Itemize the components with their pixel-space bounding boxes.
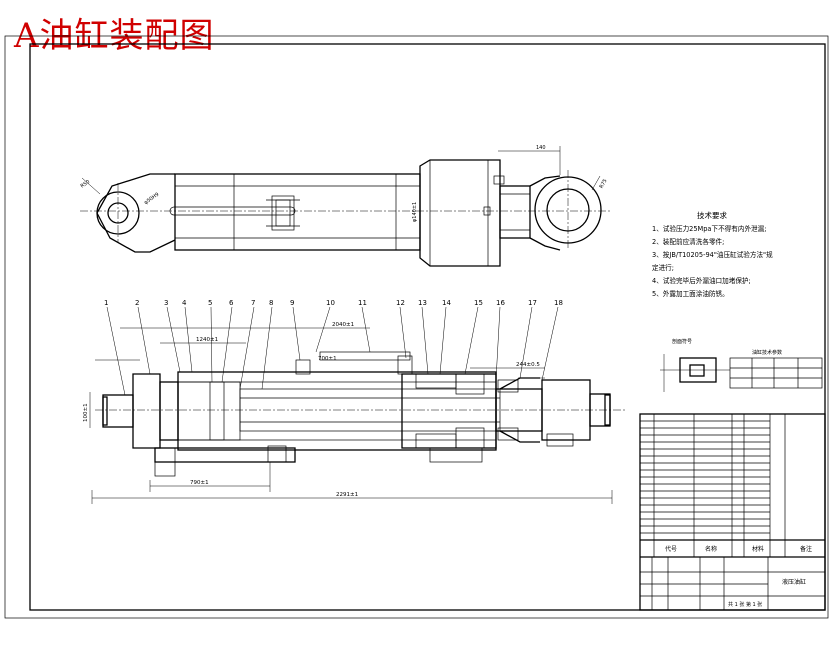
header-code: 代号 bbox=[665, 545, 677, 553]
dim-stroke: 790±1 bbox=[190, 480, 209, 486]
tech-req-item: 3、按JB/T10205-94"油压缸试验方法"规 bbox=[652, 250, 773, 259]
part-number: 3 bbox=[164, 299, 168, 307]
dim-piston-side: 2040±1 bbox=[332, 322, 354, 328]
svg-text:140: 140 bbox=[536, 145, 546, 151]
svg-text:φ140±1: φ140±1 bbox=[412, 202, 418, 222]
section-symbol-detail: 剖面符号 油缸技术参数 bbox=[660, 338, 823, 392]
dim-flange-height: 100±1 bbox=[83, 403, 89, 422]
tech-req-item: 1、试验压力25Mpa下不得有内外泄漏; bbox=[652, 224, 766, 233]
inner-frame bbox=[29, 43, 826, 611]
part-number: 1 bbox=[104, 299, 108, 307]
technical-requirements: 技术要求 1、试验压力25Mpa下不得有内外泄漏; 2、装配前应清洗各零件; 3… bbox=[652, 210, 773, 298]
tech-req-item: 5、外露加工面涂油防锈。 bbox=[652, 289, 729, 298]
part-number: 4 bbox=[182, 299, 187, 307]
dim-retracted: 1240±1 bbox=[196, 337, 218, 343]
part-number: 8 bbox=[269, 299, 273, 307]
dim-rod-end-offset: 244±0.5 bbox=[516, 362, 540, 368]
dimension-labels: 2291±1 790±1 2040±1 1240±1 700±1 100±1 2… bbox=[83, 322, 540, 498]
outer-frame bbox=[4, 35, 829, 619]
tech-req-title: 技术要求 bbox=[697, 210, 727, 220]
svg-text:R75: R75 bbox=[599, 178, 609, 190]
tech-req-item: 定进行; bbox=[652, 263, 674, 272]
part-number: 13 bbox=[418, 299, 427, 307]
part-number: 12 bbox=[396, 299, 405, 307]
section-view bbox=[89, 306, 625, 504]
svg-text:φ50H9: φ50H9 bbox=[143, 192, 160, 206]
part-number: 7 bbox=[251, 299, 255, 307]
sheet-info: 共 1 张 第 1 张 bbox=[728, 601, 762, 608]
part-number: 16 bbox=[496, 299, 505, 307]
tech-req-item: 2、装配前应清洗各零件; bbox=[652, 237, 724, 246]
part-number: 9 bbox=[290, 299, 294, 307]
part-number: 5 bbox=[208, 299, 212, 307]
header-remark: 备注 bbox=[800, 545, 812, 553]
part-number: 14 bbox=[442, 299, 451, 307]
part-number: 10 bbox=[326, 299, 335, 307]
parts-list-table: 代号 名称 材料 备注 液压油缸 共 1 张 第 1 张 bbox=[639, 413, 826, 611]
part-number: 11 bbox=[358, 299, 367, 307]
drawing-name: 液压油缸 bbox=[782, 578, 806, 586]
tech-req-item: 4、试验完毕后外漏油口加堵保护; bbox=[652, 276, 751, 285]
part-number: 15 bbox=[474, 299, 483, 307]
part-number: 2 bbox=[135, 299, 139, 307]
section-symbol-label: 剖面符号 bbox=[672, 338, 692, 345]
param-table-title: 油缸技术参数 bbox=[752, 349, 782, 356]
header-name: 名称 bbox=[705, 545, 717, 553]
header-material: 材料 bbox=[752, 545, 764, 553]
dim-rod-side: 700±1 bbox=[318, 356, 337, 362]
top-view: 140 φ140±1 R50 R75 φ50H9 bbox=[80, 145, 612, 267]
part-number: 6 bbox=[229, 299, 234, 307]
part-number: 17 bbox=[528, 299, 537, 307]
part-number: 18 bbox=[554, 299, 563, 307]
dim-overall-length: 2291±1 bbox=[336, 492, 358, 498]
part-number-callouts: 1 2 3 4 5 6 7 8 9 10 11 12 13 14 15 16 1… bbox=[104, 299, 563, 307]
svg-text:R50: R50 bbox=[80, 179, 92, 190]
